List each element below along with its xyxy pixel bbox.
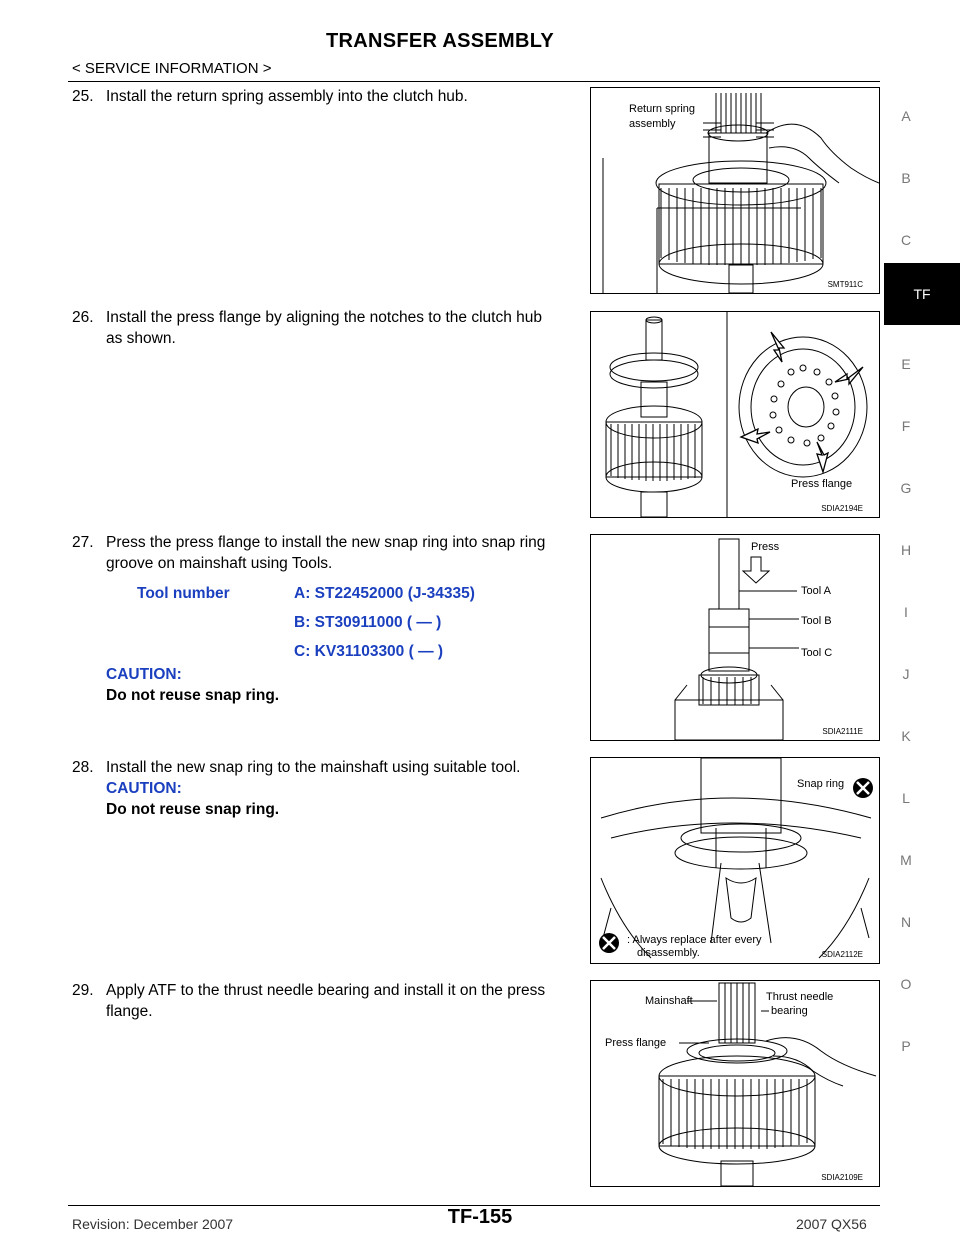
index-letter-a[interactable]: A xyxy=(901,108,911,124)
snap-ring-illustration xyxy=(599,758,873,959)
index-letter-l[interactable]: L xyxy=(902,790,910,806)
tool-b: B: ST30911000 ( — ) xyxy=(294,614,442,631)
step-28: 28. Install the new snap ring to the main… xyxy=(72,757,582,820)
press-flange-label: Press flange xyxy=(605,1037,667,1049)
figure-label: Press flange xyxy=(791,478,853,490)
caution-text: Do not reuse snap ring. xyxy=(106,687,280,704)
step-number: 29. xyxy=(72,982,94,999)
step-number: 25. xyxy=(72,88,94,105)
figure-thrust-bearing: Mainshaft Thrust needle bearing Press fl… xyxy=(590,980,880,1187)
section-index: A B C TF E F G H I J K L M N O P xyxy=(884,0,960,1242)
model-name: 2007 QX56 xyxy=(796,1216,867,1232)
section-subtitle: < SERVICE INFORMATION > xyxy=(72,60,272,77)
tool-c-label: Tool C xyxy=(801,647,833,659)
thrust-label-line2: bearing xyxy=(771,1005,808,1017)
step-text: Apply ATF to the thrust needle bearing a… xyxy=(106,982,546,999)
figure-label-line1: Return spring xyxy=(629,103,696,115)
press-flange-illustration xyxy=(605,312,868,517)
index-tab-tf-active[interactable]: TF xyxy=(884,263,960,325)
page-title: TRANSFER ASSEMBLY xyxy=(325,30,555,52)
thrust-label-line1: Thrust needle xyxy=(766,991,834,1003)
index-letter-i[interactable]: I xyxy=(904,604,908,620)
caution-heading: CAUTION: xyxy=(106,666,182,683)
index-letter-g[interactable]: G xyxy=(900,480,912,496)
tool-row: Tool number A: ST22452000 (J-34335) xyxy=(137,585,475,614)
step-25: 25. Install the return spring assembly in… xyxy=(72,86,582,107)
tool-row: C: KV31103300 ( — ) xyxy=(137,643,475,672)
step-29: 29. Apply ATF to the thrust needle bearin… xyxy=(72,980,582,1022)
figure-id: SDIA2109E xyxy=(821,1173,863,1182)
index-letter-p[interactable]: P xyxy=(901,1038,911,1054)
step-number: 28. xyxy=(72,759,94,776)
figure-return-spring: Return spring assembly SMT911C xyxy=(590,87,880,294)
revision-date: Revision: December 2007 xyxy=(72,1216,234,1232)
index-letter-o[interactable]: O xyxy=(900,976,912,992)
figure-press-flange: Press flange SDIA2194E xyxy=(590,311,880,518)
index-letter-k[interactable]: K xyxy=(901,728,911,744)
replace-note-line1: : Always replace after every xyxy=(627,934,762,946)
figure-id: SDIA2111E xyxy=(822,727,863,736)
step-number: 26. xyxy=(72,309,94,326)
step-number: 27. xyxy=(72,534,94,551)
index-letter-c[interactable]: C xyxy=(900,232,912,248)
index-letter-b[interactable]: B xyxy=(901,170,911,186)
footer-rule xyxy=(68,1205,880,1206)
step-text-cont: groove on mainshaft using Tools. xyxy=(106,555,333,572)
figure-id: SDIA2112E xyxy=(821,950,863,959)
caution-text: Do not reuse snap ring. xyxy=(106,801,280,818)
index-letter-f[interactable]: F xyxy=(901,418,911,434)
step-text-cont: as shown. xyxy=(106,330,176,347)
step-text-cont: flange. xyxy=(106,1003,153,1020)
tool-number-table: Tool number A: ST22452000 (J-34335) B: S… xyxy=(137,585,475,672)
tool-row: B: ST30911000 ( — ) xyxy=(137,614,475,643)
thrust-bearing-illustration xyxy=(658,982,877,1186)
index-letter-h[interactable]: H xyxy=(900,542,912,558)
mainshaft-label: Mainshaft xyxy=(645,995,693,1007)
step-text: Install the press flange by aligning the… xyxy=(106,309,543,326)
step-text: Install the return spring assembly into … xyxy=(106,88,468,105)
caution-27: CAUTION: Do not reuse snap ring. xyxy=(106,664,616,706)
tool-c: C: KV31103300 ( — ) xyxy=(294,643,444,660)
tool-a-label: Tool A xyxy=(801,585,831,597)
tool-a: A: ST22452000 (J-34335) xyxy=(294,585,475,602)
tool-number-label: Tool number xyxy=(137,585,230,602)
figure-tools: Press Tool A Tool B Tool C SDIA2111E xyxy=(590,534,880,741)
caution-heading: CAUTION: xyxy=(106,780,182,797)
step-26: 26. Install the press flange by aligning … xyxy=(72,307,582,349)
step-text: Install the new snap ring to the mainsha… xyxy=(106,759,521,776)
tool-b-label: Tool B xyxy=(801,615,832,627)
step-27: 27. Press the press flange to install the… xyxy=(72,532,582,574)
figure-snap-ring: Snap ring : Always replace after every d… xyxy=(590,757,880,964)
page-number: TF-155 xyxy=(447,1206,513,1228)
return-spring-illustration xyxy=(602,93,879,293)
snap-ring-label: Snap ring xyxy=(797,778,845,790)
tools-illustration xyxy=(674,538,799,740)
figure-id: SMT911C xyxy=(827,280,863,289)
press-label: Press xyxy=(751,541,780,553)
replace-note-line2: disassembly. xyxy=(637,947,700,959)
header-rule xyxy=(68,81,880,82)
index-letter-e[interactable]: E xyxy=(901,356,911,372)
index-letter-n[interactable]: N xyxy=(900,914,912,930)
index-letter-j[interactable]: J xyxy=(902,666,910,682)
index-letter-m[interactable]: M xyxy=(900,852,912,868)
figure-id: SDIA2194E xyxy=(821,504,863,513)
figure-label-line2: assembly xyxy=(629,118,676,130)
step-text: Press the press flange to install the ne… xyxy=(106,534,546,551)
